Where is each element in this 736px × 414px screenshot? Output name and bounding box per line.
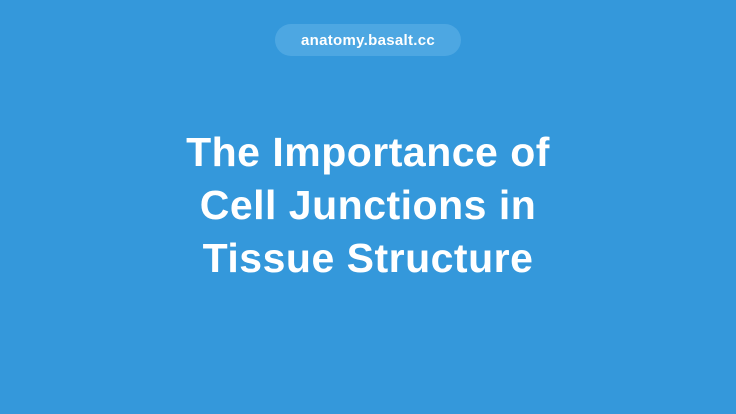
page-title-line-2: Cell Junctions in xyxy=(199,181,537,228)
site-domain-badge[interactable]: anatomy.basalt.cc xyxy=(274,24,462,56)
page-title: The Importance of Cell Junctions in Tiss… xyxy=(0,126,736,285)
page-title-line-3: Tissue Structure xyxy=(202,234,534,281)
page-title-line-1: The Importance of xyxy=(186,128,550,175)
